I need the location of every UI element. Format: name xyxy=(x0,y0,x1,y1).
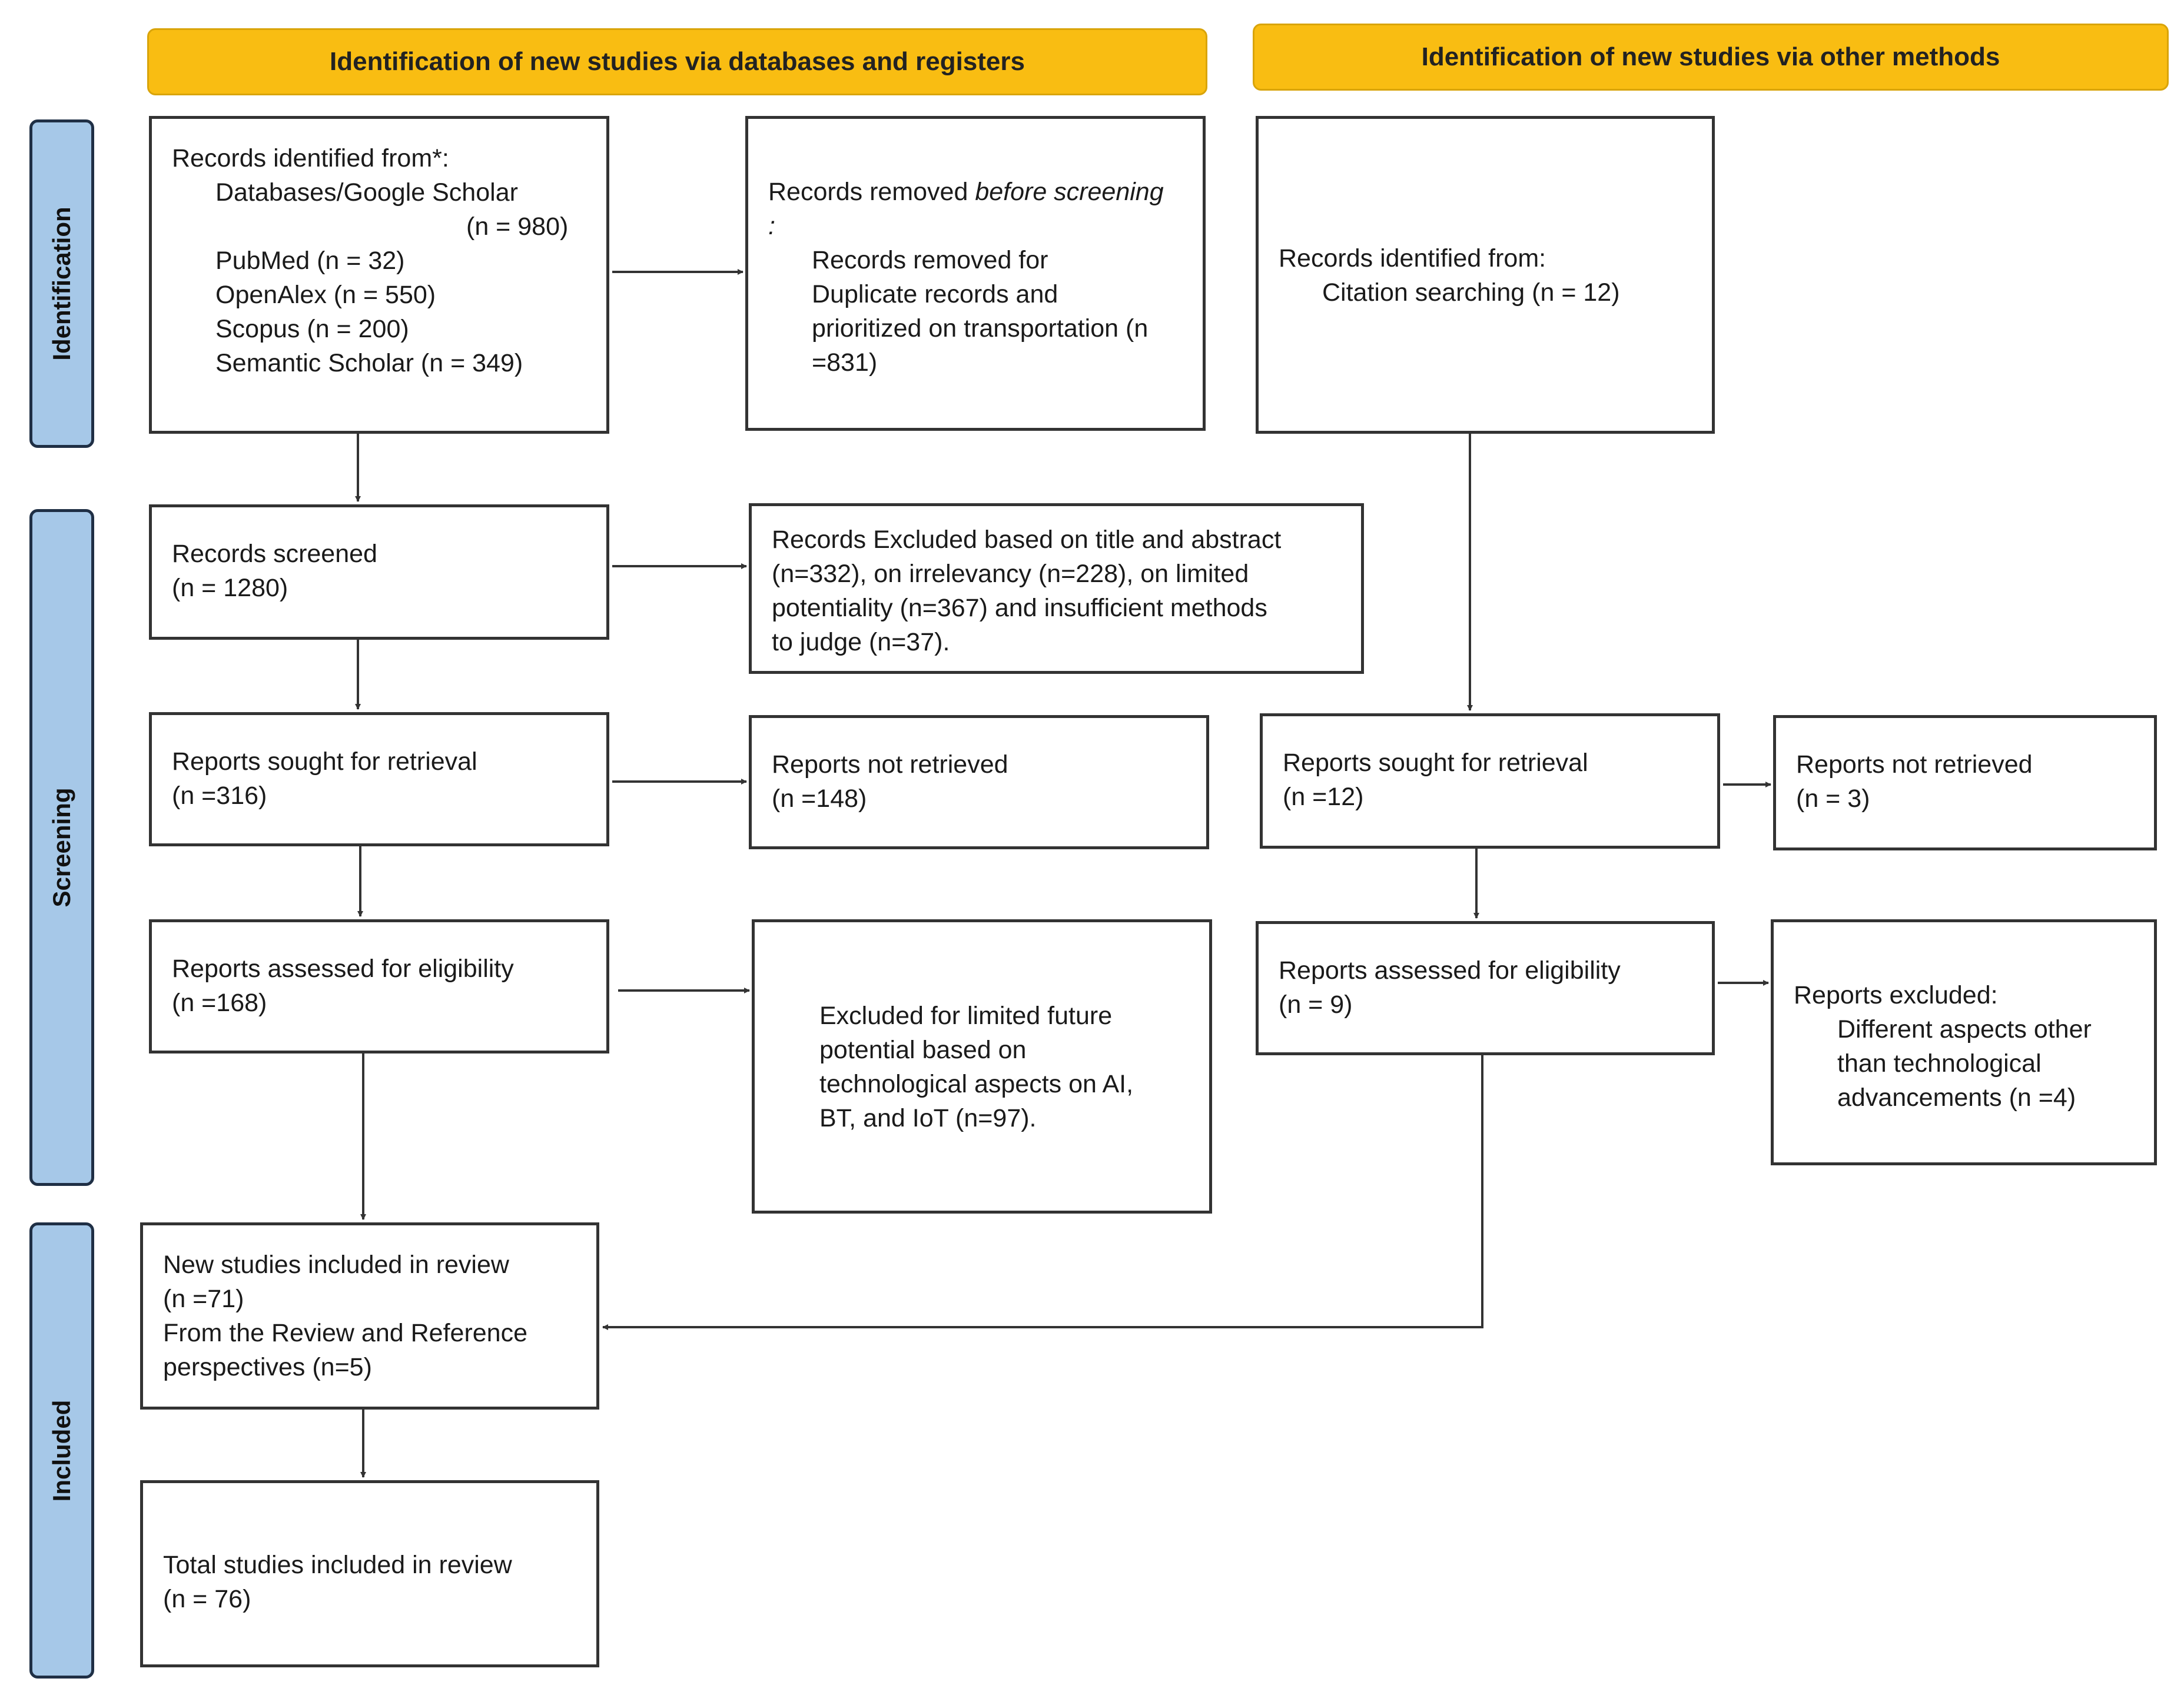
records-identified-title: Records identified from*: xyxy=(172,144,449,172)
records-identified-databases: Databases/Google Scholar xyxy=(215,178,518,207)
other-reports-not-retrieved-box: Reports not retrieved (n = 3) xyxy=(1773,715,2157,850)
records-removed-prefix: Records removed xyxy=(768,178,975,206)
other-records-identified-citation: Citation searching (n = 12) xyxy=(1322,278,1620,307)
reports-not-retrieved-count: (n =148) xyxy=(772,785,867,813)
reports-sought-box: Reports sought for retrieval (n =316) xyxy=(149,712,609,846)
records-excluded-line2: (n=332), on irrelevancy (n=228), on limi… xyxy=(772,560,1249,588)
records-removed-box: Records removed before screening : Recor… xyxy=(745,116,1206,431)
other-records-identified-box: Records identified from: Citation search… xyxy=(1256,116,1715,434)
records-identified-box: Records identified from*: Databases/Goog… xyxy=(149,116,609,434)
new-studies-line1: New studies included in review xyxy=(163,1251,509,1279)
other-reports-excluded-box: Reports excluded: Different aspects othe… xyxy=(1771,919,2157,1165)
new-studies-line2: (n =71) xyxy=(163,1285,244,1313)
header-other-methods-label: Identification of new studies via other … xyxy=(1421,42,2000,71)
other-reports-assessed-box: Reports assessed for eligibility (n = 9) xyxy=(1256,921,1715,1055)
excluded-limited-line3: technological aspects on AI, xyxy=(819,1070,1134,1098)
reports-sought-label: Reports sought for retrieval xyxy=(172,747,477,776)
phase-screening: Screening xyxy=(29,509,94,1186)
other-reports-sought-label: Reports sought for retrieval xyxy=(1283,749,1588,777)
other-reports-assessed-label: Reports assessed for eligibility xyxy=(1279,956,1621,985)
header-other-methods: Identification of new studies via other … xyxy=(1253,24,2169,91)
new-studies-box: New studies included in review (n =71) F… xyxy=(140,1222,599,1410)
phase-included-label: Included xyxy=(48,1400,75,1501)
records-screened-count: (n = 1280) xyxy=(172,574,288,602)
records-removed-colon: : xyxy=(768,212,775,240)
records-excluded-box: Records Excluded based on title and abst… xyxy=(749,503,1364,674)
phase-identification: Identification xyxy=(29,119,94,448)
records-excluded-line1: Records Excluded based on title and abst… xyxy=(772,526,1282,554)
phase-included: Included xyxy=(29,1222,94,1679)
other-reports-not-retrieved-label: Reports not retrieved xyxy=(1796,750,2033,779)
total-studies-count: (n = 76) xyxy=(163,1585,251,1613)
reports-assessed-label: Reports assessed for eligibility xyxy=(172,955,514,983)
reports-not-retrieved-box: Reports not retrieved (n =148) xyxy=(749,715,1209,849)
records-excluded-line4: to judge (n=37). xyxy=(772,628,950,656)
phase-identification-label: Identification xyxy=(48,207,75,361)
other-records-identified-title: Records identified from: xyxy=(1279,244,1546,272)
other-reports-sought-count: (n =12) xyxy=(1283,783,1364,811)
phase-screening-label: Screening xyxy=(48,787,75,908)
records-identified-scopus: Scopus (n = 200) xyxy=(215,315,409,343)
total-studies-box: Total studies included in review (n = 76… xyxy=(140,1480,599,1667)
records-identified-pubmed: PubMed (n = 32) xyxy=(215,247,405,275)
excluded-limited-box: Excluded for limited future potential ba… xyxy=(752,919,1212,1214)
excluded-limited-line4: BT, and IoT (n=97). xyxy=(819,1104,1037,1132)
other-reports-sought-box: Reports sought for retrieval (n =12) xyxy=(1260,713,1720,849)
other-reports-excluded-line3: than technological xyxy=(1837,1049,2042,1078)
header-databases: Identification of new studies via databa… xyxy=(147,28,1207,95)
records-removed-line2: Duplicate records and xyxy=(812,280,1058,308)
records-identified-semantic: Semantic Scholar (n = 349) xyxy=(215,349,523,377)
records-removed-line3: prioritized on transportation (n xyxy=(812,314,1149,343)
records-removed-title: Records removed before screening xyxy=(768,175,1183,209)
header-databases-label: Identification of new studies via databa… xyxy=(330,47,1025,76)
total-studies-label: Total studies included in review xyxy=(163,1551,512,1579)
excluded-limited-line1: Excluded for limited future xyxy=(819,1002,1113,1030)
new-studies-line3: From the Review and Reference xyxy=(163,1319,528,1347)
excluded-limited-line2: potential based on xyxy=(819,1036,1027,1064)
reports-assessed-box: Reports assessed for eligibility (n =168… xyxy=(149,919,609,1053)
records-removed-before: before screening xyxy=(975,178,1164,206)
other-reports-excluded-line2: Different aspects other xyxy=(1837,1015,2092,1043)
records-screened-label: Records screened xyxy=(172,540,377,568)
records-removed-line4: =831) xyxy=(812,348,878,377)
records-removed-colon-line: : xyxy=(768,209,1183,243)
reports-sought-count: (n =316) xyxy=(172,782,267,810)
records-identified-databases-count: (n = 980) xyxy=(466,212,569,241)
reports-assessed-count: (n =168) xyxy=(172,989,267,1017)
records-removed-line1: Records removed for xyxy=(812,246,1048,274)
other-reports-excluded-title: Reports excluded: xyxy=(1794,981,1998,1009)
other-reports-not-retrieved-count: (n = 3) xyxy=(1796,785,1870,813)
other-reports-assessed-count: (n = 9) xyxy=(1279,991,1353,1019)
other-reports-excluded-line4: advancements (n =4) xyxy=(1837,1084,2076,1112)
new-studies-line4: perspectives (n=5) xyxy=(163,1353,372,1381)
records-screened-box: Records screened (n = 1280) xyxy=(149,504,609,640)
records-identified-openalex: OpenAlex (n = 550) xyxy=(215,281,436,309)
records-excluded-line3: potentiality (n=367) and insufficient me… xyxy=(772,594,1267,622)
reports-not-retrieved-label: Reports not retrieved xyxy=(772,750,1008,779)
